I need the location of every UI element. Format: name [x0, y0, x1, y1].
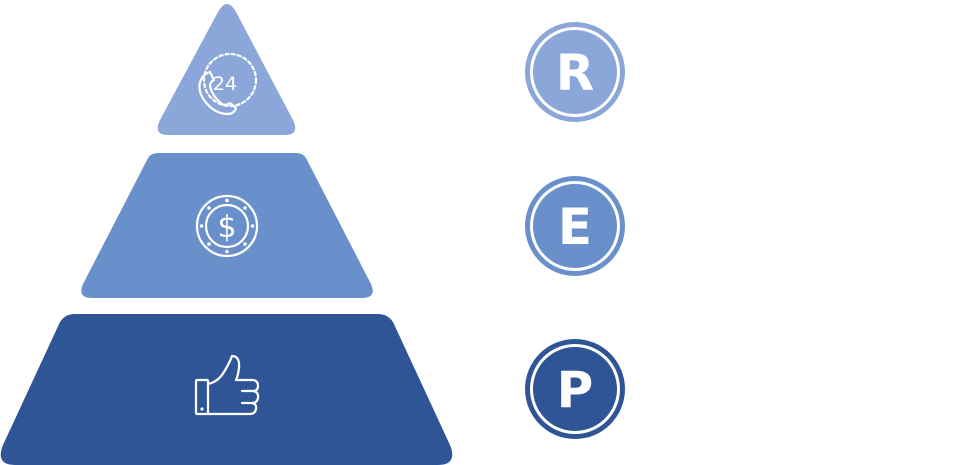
pyramid-tier-top-shape	[157, 4, 296, 135]
badge-p: P	[525, 339, 625, 439]
pyramid-tier-bottom-shape	[0, 314, 453, 465]
dollar-coin-icon: $	[195, 194, 259, 258]
thumbs-up-icon	[194, 354, 260, 416]
badge-p-ring	[530, 344, 620, 434]
badge-r-outer	[525, 22, 625, 122]
badge-e-ring	[530, 181, 620, 271]
dollar-coin-icon-text: $	[217, 210, 236, 245]
phone-24-icon: 24	[198, 52, 258, 116]
phone-24-icon-text: 24	[213, 73, 237, 95]
badge-e: E	[525, 176, 625, 276]
pyramid-tier-middle-shape	[81, 153, 373, 298]
badge-p-letter: P	[557, 361, 594, 419]
badge-r: R	[525, 22, 625, 122]
badge-r-letter: R	[556, 44, 595, 102]
pyramid-tier-bottom	[0, 314, 453, 465]
badge-e-outer	[525, 176, 625, 276]
badge-p-outer	[525, 339, 625, 439]
badge-r-ring	[530, 27, 620, 117]
pyramid-tier-middle: $	[81, 153, 373, 298]
badge-e-letter: E	[558, 198, 592, 256]
pyramid-tier-top: 24	[157, 4, 296, 135]
